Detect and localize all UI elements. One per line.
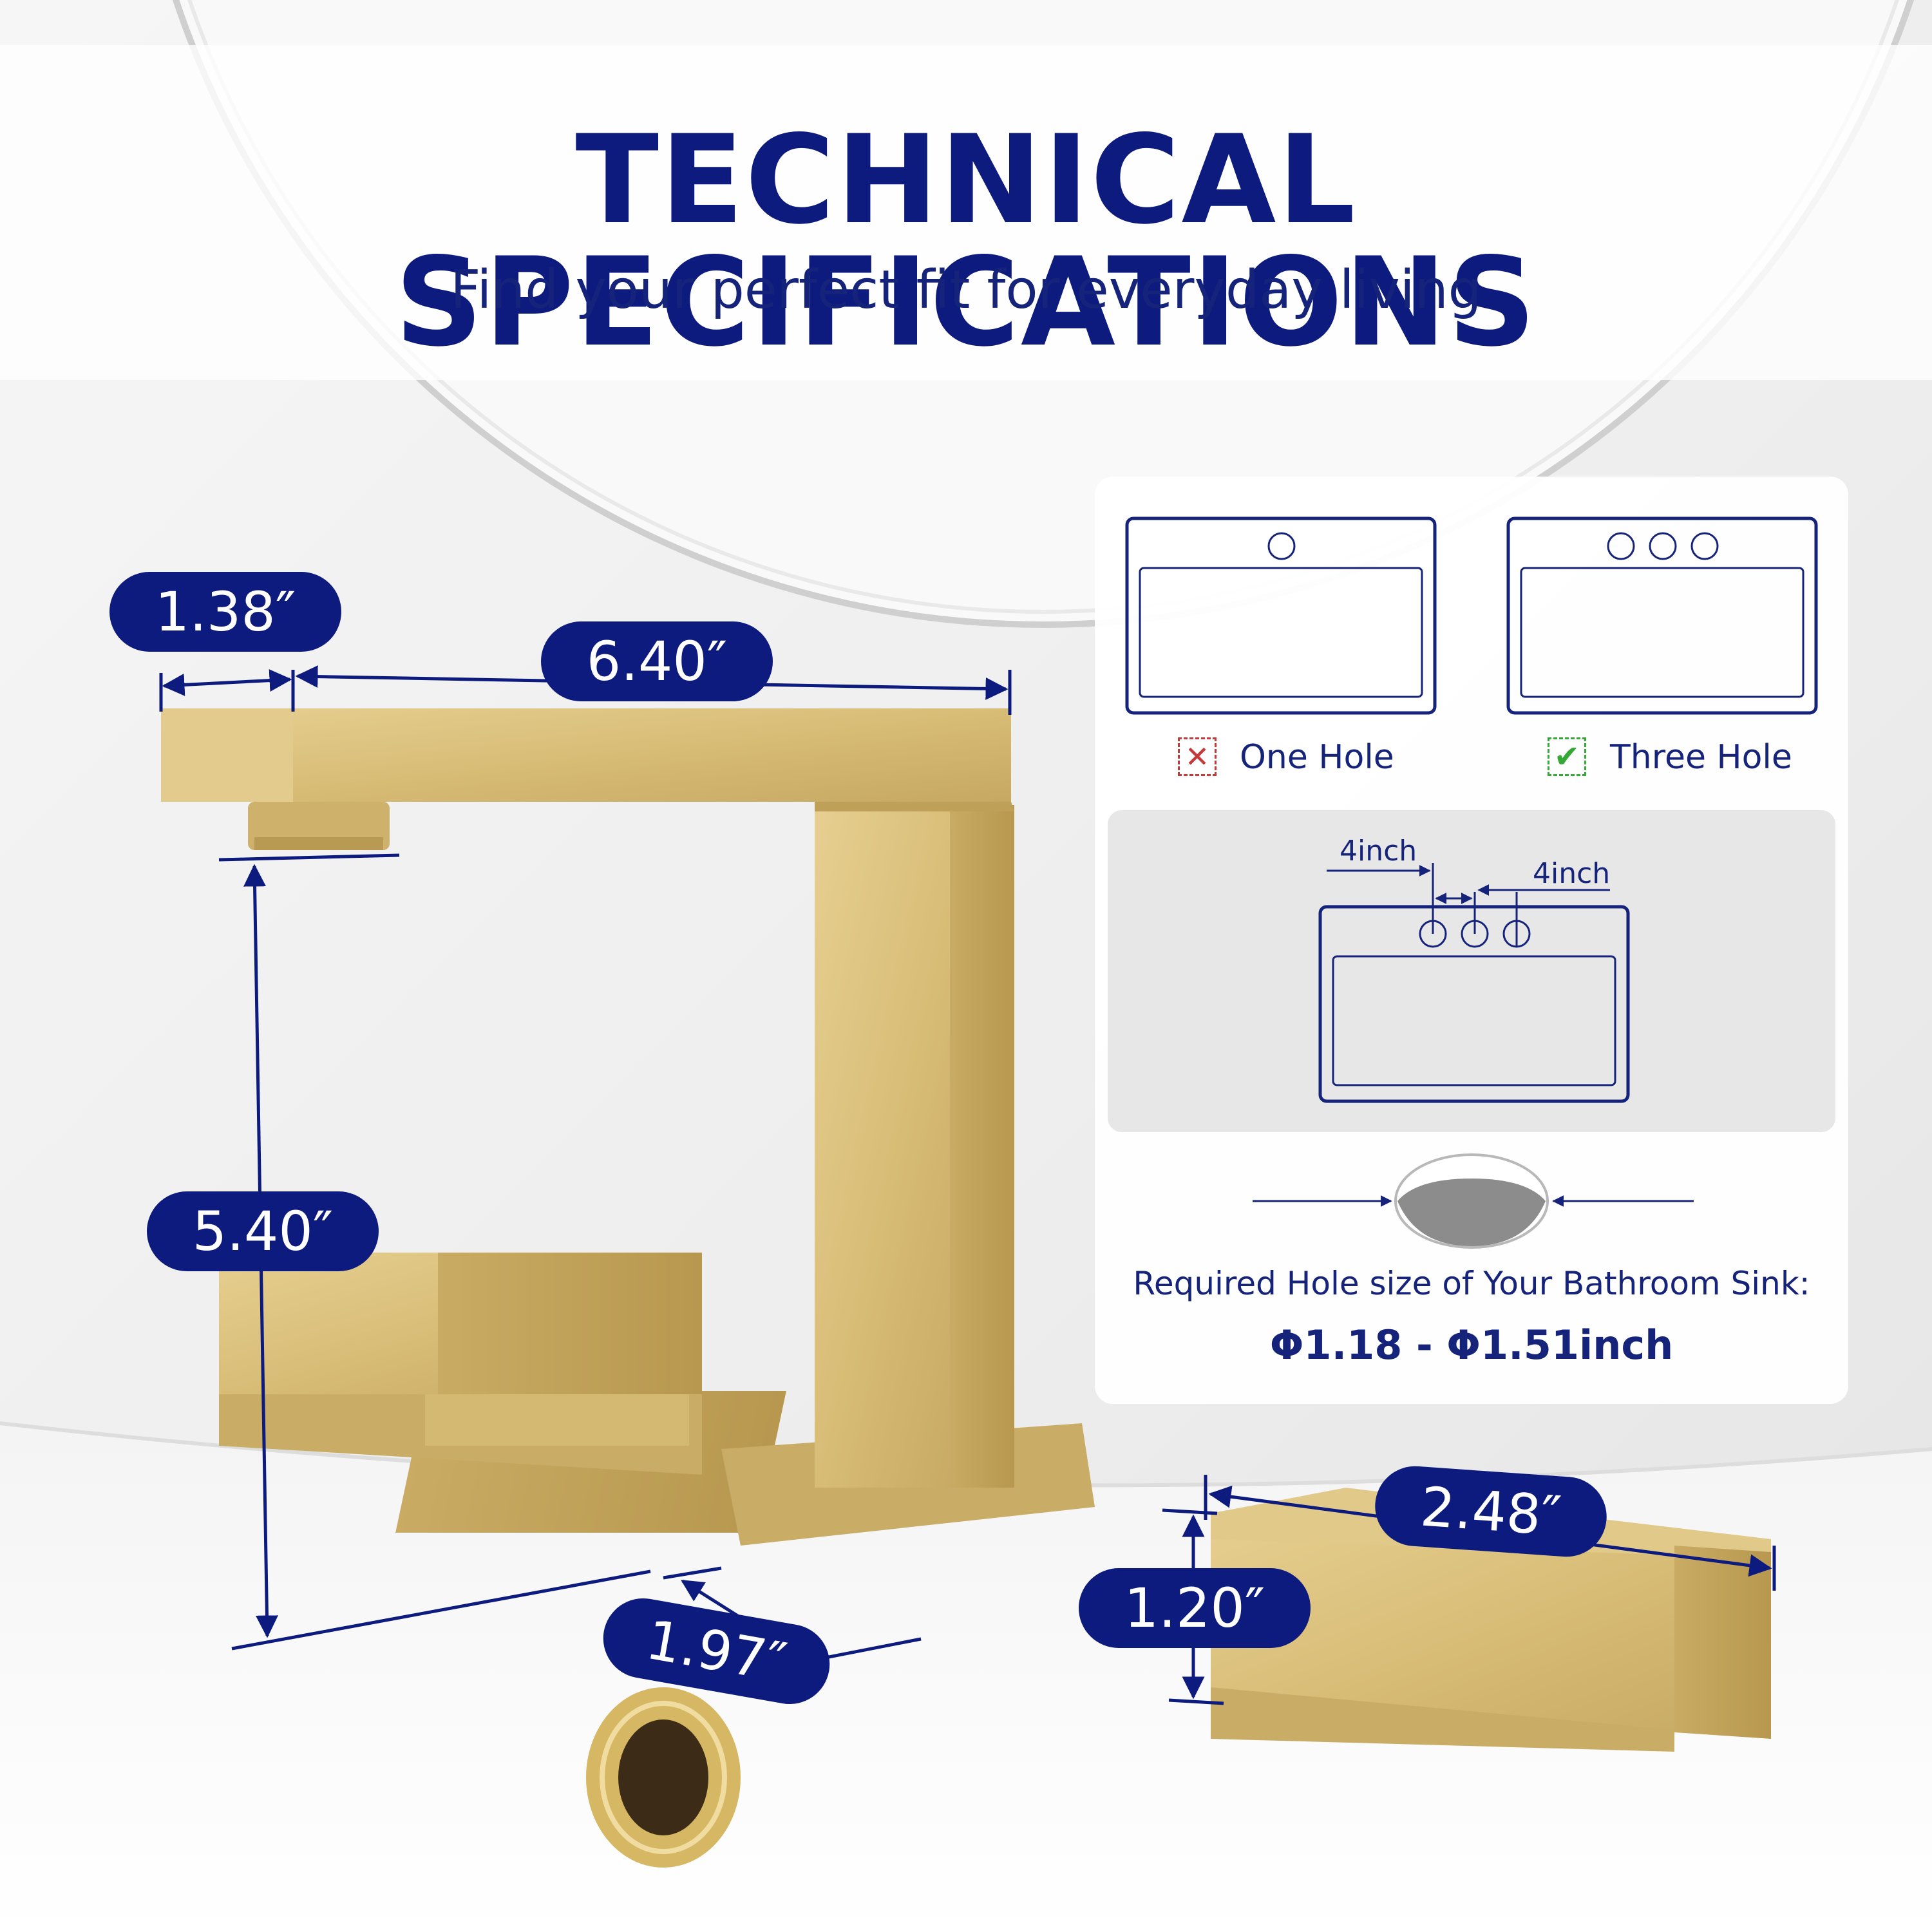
hole-spacing-box [1108, 810, 1835, 1132]
three-hole-label: Three Hole [1610, 738, 1792, 777]
hole-size-label: Required Hole size of Your Bathroom Sink… [1133, 1265, 1810, 1302]
dimension-spout-height: 5.40″ [147, 1191, 379, 1271]
spacing-right-label: 4inch [1533, 857, 1611, 890]
dimension-handle-height: 1.20″ [1079, 1568, 1311, 1648]
drain-ring [586, 1687, 741, 1868]
three-hole-sink-diagram [1506, 516, 1818, 715]
dimension-spout-reach: 6.40″ [541, 621, 773, 701]
dimension-spout-width: 1.38″ [109, 572, 341, 652]
one-hole-label: One Hole [1240, 738, 1394, 777]
spacing-left-label: 4inch [1340, 835, 1417, 867]
faucet-spout [161, 708, 1095, 1546]
check-icon: ✔ [1548, 737, 1586, 776]
hole-size-range: Φ1.18 - Φ1.51inch [1269, 1321, 1674, 1368]
header-band [0, 45, 1932, 380]
cross-icon: ✕ [1178, 737, 1217, 776]
left-handle [219, 1253, 702, 1475]
page-subtitle: Find your perfect fit for everyday livin… [450, 260, 1482, 321]
one-hole-sink-diagram [1125, 516, 1437, 715]
page-title: TECHNICAL SPECIFICATIONS [395, 109, 1537, 374]
